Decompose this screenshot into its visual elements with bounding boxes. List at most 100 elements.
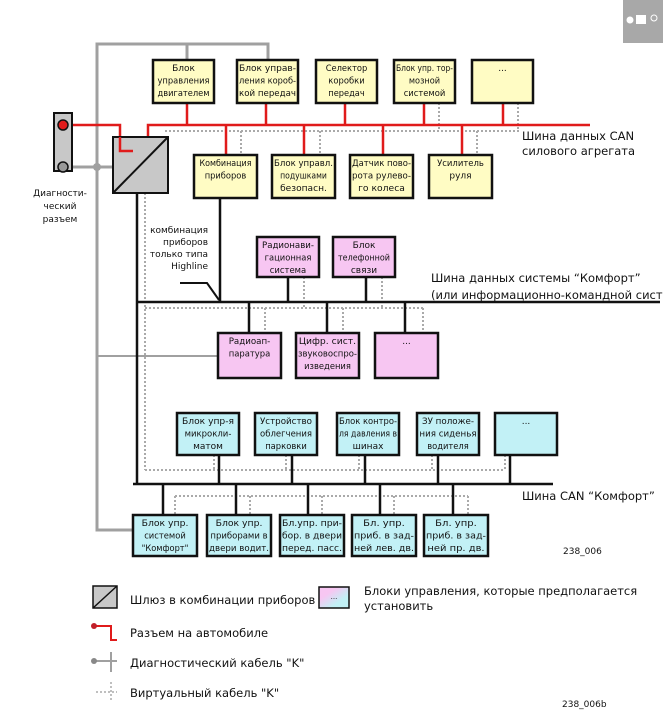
unit-label-line: облегчения: [260, 430, 312, 440]
legend: Шлюз в комбинации приборов ... Блоки упр…: [91, 584, 637, 710]
diag-cable-legend-icon: [91, 652, 117, 672]
unit-label-line: передач: [328, 89, 364, 99]
infotainment-unit-box[interactable]: Радиоап-паратура: [216, 331, 283, 380]
virtual-cable-legend-icon: [96, 682, 117, 702]
unit-label-line: Блок: [353, 241, 376, 251]
unit-label-line: ...: [522, 417, 531, 427]
powertrain-bus-label-line: Шина данных CAN: [522, 129, 634, 143]
unit-label-line: перед. пасс.: [282, 544, 342, 554]
comfort-buses: [133, 193, 660, 515]
diag-label-line: ческий: [44, 202, 77, 212]
diagnostic-connector[interactable]: [53, 112, 73, 173]
unit-box-frame: [235, 58, 300, 105]
powertrain-unit-box[interactable]: Блок управл. подушками безопасн.: [270, 153, 337, 200]
unit-label-line: ней пр. дв.: [427, 544, 484, 554]
powertrain-unit-box[interactable]: ...: [470, 58, 535, 105]
legend-figure-id: 238_006b: [562, 700, 607, 710]
unit-label-line: шинах: [353, 442, 384, 452]
unit-box-frame: [331, 235, 397, 279]
vehicle-connector-legend-icon: [91, 623, 117, 641]
red-switch-in-gateway: [118, 137, 133, 153]
unit-box-frame: [415, 411, 481, 457]
gateway-instrument-cluster[interactable]: [112, 136, 169, 194]
highline-note: комбинация приборов только типа Highline: [150, 226, 209, 272]
unit-label-line: ней лев. дв.: [354, 544, 414, 554]
unit-label-line: ления короб-: [239, 77, 296, 87]
powertrain-unit-box[interactable]: Усилитель руля: [427, 153, 494, 200]
legend-gateway-text: Шлюз в комбинации приборов: [130, 593, 316, 607]
unit-box-frame: [350, 513, 418, 558]
connector-red-pin: [57, 119, 69, 131]
diag-label-line: Диагности-: [33, 189, 87, 199]
unit-label-line: Блок управ-: [239, 64, 296, 74]
powertrain-bus-label: Шина данных CAN силового агрегата: [522, 129, 635, 158]
toolbar-icons[interactable]: [623, 0, 663, 43]
unit-label-line: Бл. упр.: [435, 519, 477, 529]
unit-label-line: Датчик пово-: [352, 159, 411, 169]
infotainment-unit-box[interactable]: Цифр. сист.звуковоспро-изведения: [294, 331, 361, 380]
unit-label-line: го колеса: [358, 184, 405, 194]
planned-units-icon-text: ...: [331, 593, 338, 601]
unit-label-line: приборами в: [210, 532, 267, 542]
comfort-unit-box[interactable]: Устройство облегчения парковки: [253, 411, 319, 457]
unit-label-line: Усилитель: [437, 159, 484, 169]
comfort-unit-box[interactable]: Блок упр.системой"Комфорт": [131, 513, 199, 558]
unit-box-frame: [253, 411, 319, 457]
unit-label-line: системой: [144, 532, 186, 542]
unit-box-frame: [348, 153, 415, 200]
unit-box-frame: [335, 411, 401, 457]
connector-gray-pin: [57, 161, 69, 173]
unit-box-frame: [493, 411, 559, 457]
unit-box-frame: [314, 58, 379, 105]
unit-label-line: Радионави-: [262, 241, 314, 251]
unit-label-line: Блок управл.: [274, 159, 333, 169]
infotainment-unit-box[interactable]: ...: [373, 331, 440, 380]
unit-label-line: приборов: [205, 172, 247, 182]
unit-label-line: Устройство: [260, 417, 312, 427]
legend-planned-text-2: установить: [364, 599, 433, 613]
powertrain-unit-box[interactable]: Датчик пово-рота рулево-го колеса: [348, 153, 415, 200]
legend-virtual-text: Виртуальный кабель "K": [130, 686, 279, 700]
unit-label-line: Блок упр. тор-: [396, 64, 453, 74]
powertrain-unit-box[interactable]: Селектор коробки передач: [314, 58, 379, 105]
unit-label-line: ния сиденья: [419, 430, 476, 440]
unit-label-line: Цифр. сист.: [299, 337, 356, 347]
legend-diag-text: Диагностический кабель "K": [130, 656, 304, 670]
unit-label-line: Селектор: [326, 64, 368, 74]
unit-label-line: Блок контро-: [339, 417, 397, 427]
unit-label-line: парковки: [265, 442, 307, 452]
figure-id: 238_006: [563, 547, 602, 557]
comfort-unit-box[interactable]: Бл. упр.приб. в зад-ней пр. дв.: [422, 513, 490, 558]
unit-label-line: изведения: [304, 362, 351, 372]
unit-box-frame: [270, 153, 337, 200]
unit-box-frame: [131, 513, 199, 558]
powertrain-unit-box[interactable]: Блок управ-ления короб-кой передач: [235, 58, 300, 105]
comfort-unit-box[interactable]: ...: [493, 411, 559, 457]
gateway-legend-icon: [92, 585, 118, 609]
unit-box-frame: [373, 331, 440, 380]
unit-label-line: Радиоап-: [229, 337, 271, 347]
unit-label-line: безопасн.: [280, 184, 327, 194]
unit-label-line: телефонной: [338, 254, 390, 264]
unit-label-line: водителя: [427, 442, 469, 452]
unit-label-line: Блок упр.: [142, 519, 189, 529]
highline-note-line: комбинация: [150, 226, 208, 236]
unit-label-line: подушками: [280, 172, 327, 182]
comfort-unit-box[interactable]: Бл. упр.приб. в зад-ней лев. дв.: [350, 513, 418, 558]
unit-label-line: Блок упр-я: [182, 417, 234, 427]
infotainment-bus-label-line: Шина данных системы “Комфорт”: [431, 271, 641, 285]
unit-label-line: коробки: [328, 77, 365, 87]
unit-label-line: руля: [449, 172, 471, 182]
infotainment-bus-label-line: (или информационно-командной системы: [431, 288, 663, 302]
unit-label-line: двери водит.: [209, 544, 269, 554]
